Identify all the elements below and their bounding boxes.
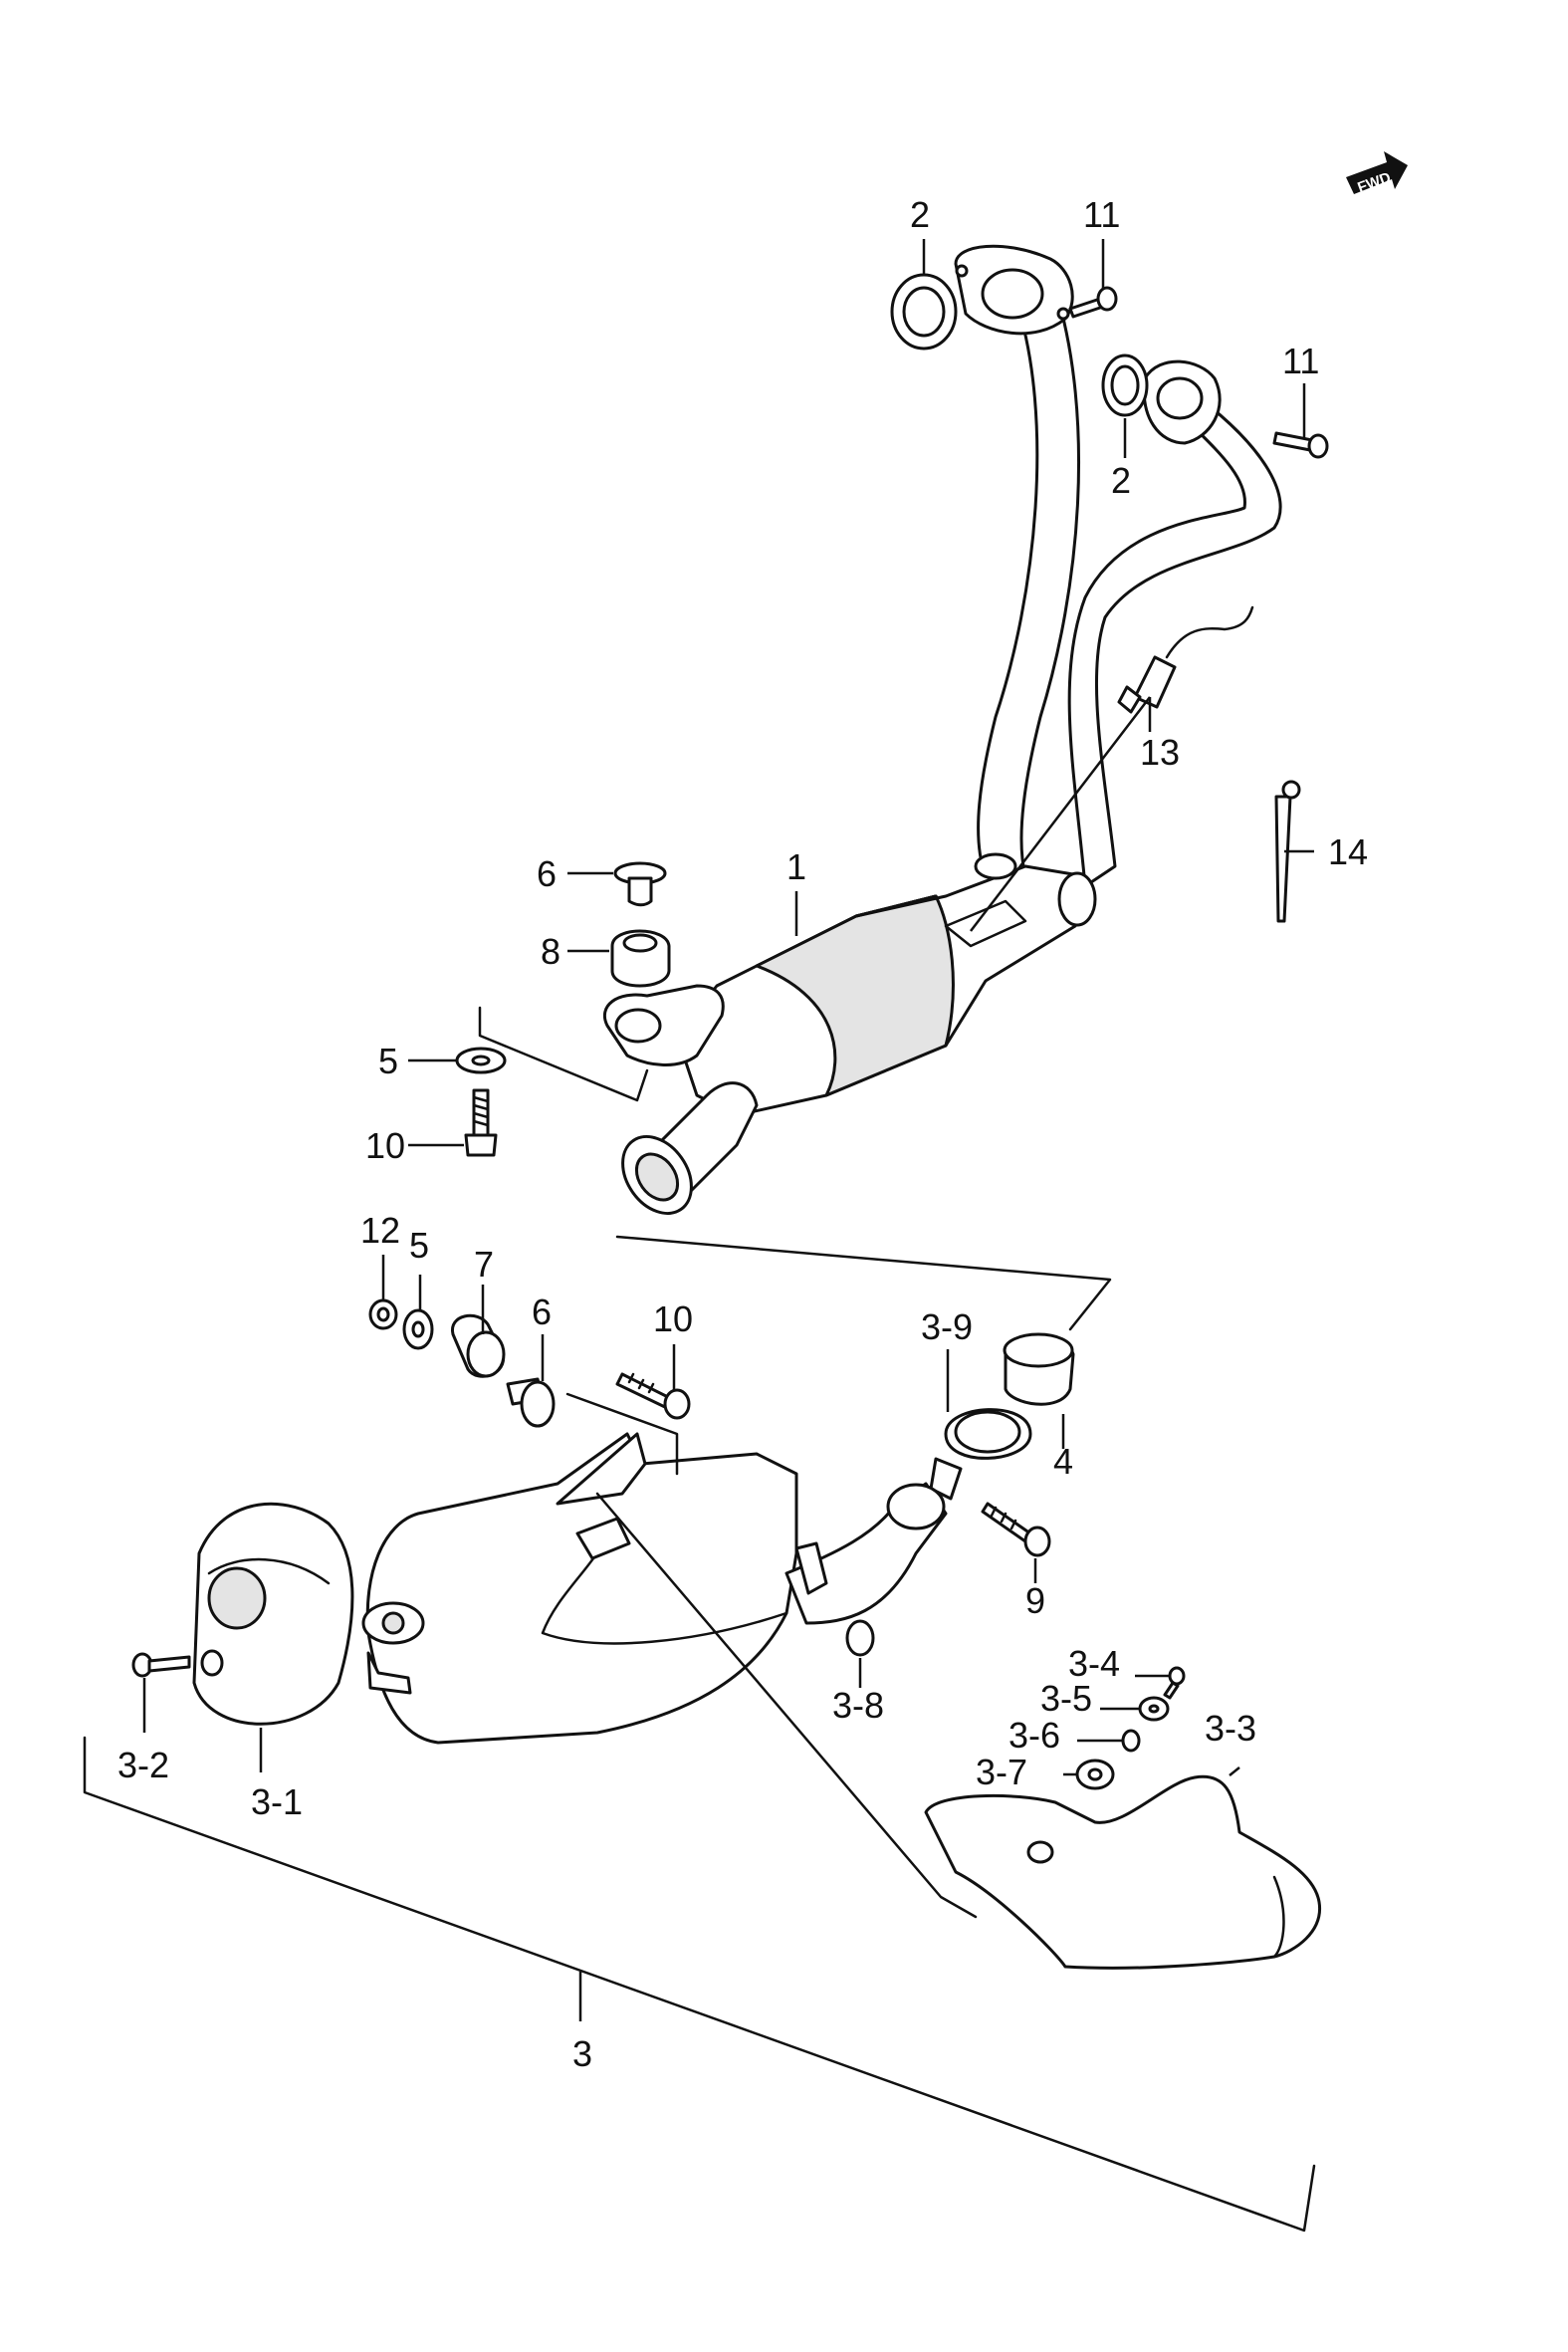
callout-2b: 2	[1111, 460, 1131, 501]
clamp-3-9	[929, 1408, 1032, 1501]
leader-lines	[142, 239, 1314, 2021]
bolt-10-lower	[615, 1372, 691, 1420]
callout-3-1: 3-1	[251, 1781, 303, 1822]
fwd-arrow-icon: FWD	[1346, 151, 1408, 196]
callout-10b: 10	[653, 1298, 693, 1339]
washer-5-lower	[402, 1308, 434, 1350]
callout-10a: 10	[365, 1125, 405, 1166]
callout-3-2: 3-2	[117, 1745, 169, 1785]
collar-3-6	[1121, 1729, 1141, 1753]
assembly-line-upper	[478, 1006, 1112, 1331]
callout-2a: 2	[910, 194, 930, 235]
callout-3: 3	[572, 2033, 592, 2074]
bolt-11-upper	[1068, 286, 1118, 319]
callout-3-4: 3-4	[1068, 1643, 1120, 1684]
callout-11a: 11	[1083, 194, 1120, 235]
muffler-assembly	[361, 1432, 948, 1745]
nut-12	[368, 1298, 398, 1330]
oxygen-sensor	[1117, 605, 1254, 714]
grommet-7	[451, 1313, 506, 1378]
callout-6a: 6	[537, 853, 557, 894]
screw-3-4	[1163, 1666, 1186, 1700]
bolt-9	[981, 1502, 1051, 1557]
callout-3-3: 3-3	[1205, 1708, 1256, 1749]
part-3-bracket	[83, 1736, 1316, 2233]
washer-3-5	[1138, 1696, 1170, 1722]
callout-7: 7	[474, 1244, 494, 1285]
callout-6b: 6	[532, 1292, 552, 1332]
bolt-11-right	[1272, 431, 1329, 459]
assembly-line-lower	[565, 1392, 978, 1919]
callout-13: 13	[1140, 732, 1180, 773]
cable-clamp	[1274, 780, 1301, 923]
callout-14: 14	[1328, 831, 1368, 872]
callout-5b: 5	[409, 1225, 429, 1266]
callout-3-7: 3-7	[976, 1752, 1027, 1792]
screw-3-2	[131, 1652, 191, 1678]
callout-3-8: 3-8	[832, 1685, 884, 1726]
heat-shield	[924, 1774, 1321, 1970]
callout-3-5: 3-5	[1040, 1678, 1092, 1719]
callout-11b: 11	[1282, 341, 1319, 381]
exhaust-pipe-assembly	[603, 244, 1282, 1215]
callout-3-6: 3-6	[1008, 1715, 1060, 1756]
grommet-3-7	[1075, 1759, 1115, 1790]
callout-4: 4	[1053, 1441, 1073, 1482]
callout-9: 9	[1025, 1580, 1045, 1621]
grommet-8	[610, 929, 671, 988]
gasket-left	[890, 273, 958, 351]
gasket-3-8	[845, 1619, 875, 1657]
collar-6-lower	[506, 1377, 556, 1428]
collar-6-upper	[613, 861, 667, 907]
callout-3-9: 3-9	[921, 1306, 973, 1347]
callout-1: 1	[786, 846, 806, 887]
washer-5-upper	[455, 1047, 507, 1074]
gasket-right	[1101, 353, 1149, 417]
bolt-10-upper	[464, 1088, 498, 1157]
sleeve-4	[1003, 1332, 1075, 1406]
callout-labels: 2 11 11 2 13 14 1 6 8 5 10 12 5 7 6 10 3…	[117, 194, 1368, 2074]
callout-8: 8	[541, 931, 560, 972]
callout-5a: 5	[378, 1041, 398, 1081]
end-cap	[192, 1502, 354, 1726]
callout-12: 12	[360, 1210, 400, 1251]
